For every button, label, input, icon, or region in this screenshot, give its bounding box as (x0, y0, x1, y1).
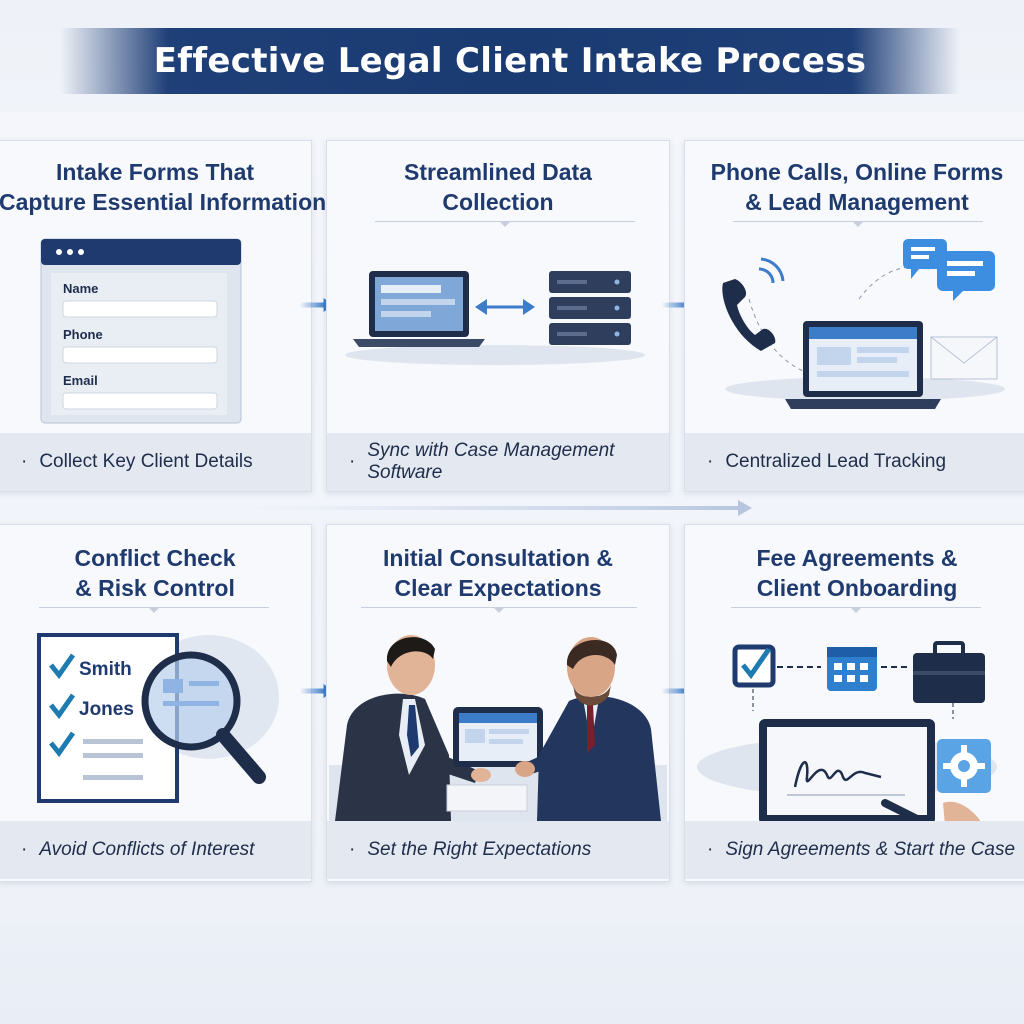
panel-title: Conflict Check & Risk Control (74, 545, 236, 601)
panel-data-collection: Streamlined Data Collection (326, 140, 670, 492)
panel-title: Initial Consultation & Clear Expectation… (383, 545, 613, 601)
panel-caption: ·Set the Right Expectations (327, 821, 669, 879)
panel-title: Intake Forms That Capture Essential Info… (0, 159, 327, 215)
form-field-phone-label: Phone (63, 327, 103, 342)
conflict-check-illustration: Smith Jones (37, 633, 279, 803)
chat-bubbles-icon (903, 239, 995, 301)
laptop-icon (353, 271, 485, 347)
panel-intake-forms: Intake Forms That Capture Essential Info… (0, 140, 327, 492)
server-icon (549, 271, 631, 345)
panel-fee-agreements: Fee Agreements & Client Onboarding (684, 524, 1024, 882)
panel-caption: ·Sync with Case Management Software (327, 433, 669, 491)
checklist-name-smith: Smith (79, 659, 132, 680)
consultant-right (515, 637, 661, 821)
envelope-icon (930, 336, 998, 380)
row-connector-arrow (250, 500, 752, 516)
panel-caption: ·Avoid Conflicts of Interest (0, 821, 311, 879)
name-input-field (62, 300, 218, 318)
form-field-name-label: Name (63, 281, 98, 296)
panel-title: Fee Agreements & Client Onboarding (756, 545, 958, 601)
laptop-icon (785, 321, 941, 409)
panel-consultation: Initial Consultation & Clear Expectation… (326, 524, 670, 882)
data-sync-illustration (345, 271, 645, 365)
onboarding-illustration (697, 641, 997, 823)
page-title: Effective Legal Client Intake Process (153, 41, 867, 81)
gear-icon (937, 739, 991, 793)
lead-channels-illustration (722, 239, 1005, 409)
panel-title: Streamlined Data Collection (404, 159, 592, 215)
consultant-left (335, 635, 491, 821)
briefcase-icon (913, 641, 985, 703)
email-input-field (62, 392, 218, 410)
form-field-email-label: Email (63, 373, 98, 388)
panel-caption: ·Sign Agreements & Start the Case (685, 821, 1024, 879)
panel-caption: ·Collect Key Client Details (0, 433, 311, 491)
phone-icon (722, 257, 785, 351)
panel-conflict-check: Conflict Check & Risk Control Smith Jone… (0, 524, 312, 882)
checklist-name-jones: Jones (79, 699, 134, 720)
calendar-icon (827, 647, 877, 691)
process-diagram: Intake Forms That Capture Essential Info… (0, 112, 1024, 924)
phone-input-field (62, 346, 218, 364)
panel-lead-management: Phone Calls, Online Forms & Lead Managem… (684, 140, 1024, 492)
sync-arrows-icon (475, 299, 535, 315)
panel-caption: ·Centralized Lead Tracking (685, 433, 1024, 491)
web-form-icon: Name Phone Email (40, 238, 242, 424)
tablet-icon (453, 707, 543, 767)
panel-title: Phone Calls, Online Forms & Lead Managem… (710, 159, 1004, 215)
title-banner: Effective Legal Client Intake Process (60, 28, 960, 94)
consultation-illustration (329, 635, 667, 821)
signature-tablet-icon (759, 719, 935, 823)
magnifier-icon (141, 651, 266, 784)
checkbox-icon (732, 644, 776, 688)
